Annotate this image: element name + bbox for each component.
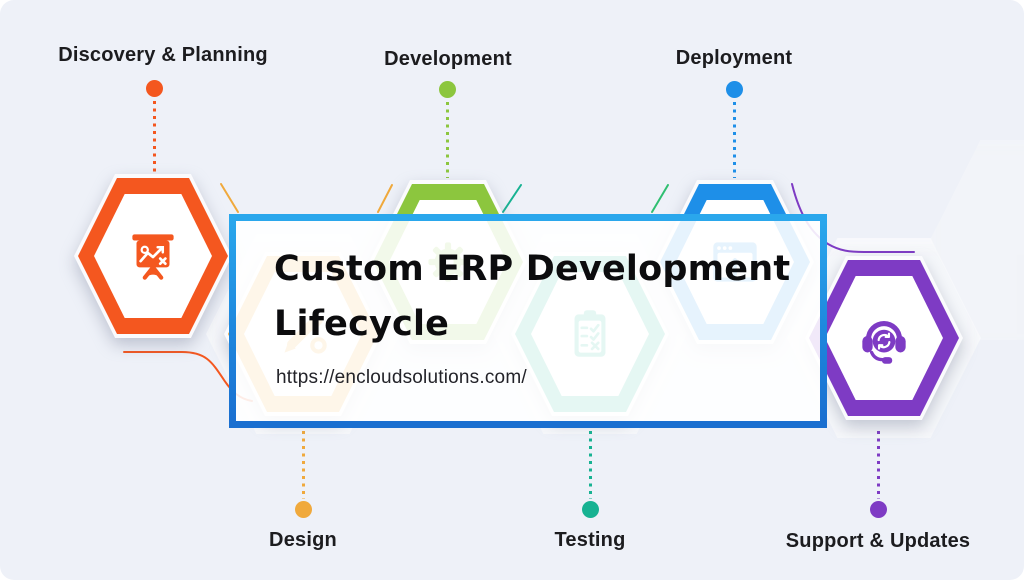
- phase-dot-discovery: [146, 80, 163, 97]
- leader-line-design: [302, 431, 305, 499]
- leader-line-support: [877, 431, 880, 499]
- presentation-strategy-icon: [132, 234, 174, 280]
- phase-label-design: Design: [269, 529, 337, 551]
- phase-dot-development: [439, 81, 456, 98]
- leader-line-deployment: [733, 102, 736, 178]
- phase-label-deployment: Deployment: [675, 47, 793, 69]
- leader-line-discovery: [153, 101, 156, 173]
- phase-dot-deployment: [726, 81, 743, 98]
- hexagon-support: [805, 256, 963, 420]
- phase-label-development: Development: [384, 48, 512, 70]
- website-url: https://encloudsolutions.com/: [276, 366, 527, 388]
- headset-refresh-icon: [862, 321, 906, 364]
- phase-label-discovery: Discovery & Planning: [58, 44, 268, 66]
- leader-line-testing: [589, 431, 592, 499]
- leader-line-development: [446, 102, 449, 178]
- hexagon-discovery: [74, 174, 232, 338]
- phase-label-support: Support & Updates: [785, 530, 971, 552]
- phase-label-testing: Testing: [554, 529, 626, 551]
- title-card: Custom ERP Development Lifecycle https:/…: [229, 214, 827, 428]
- phase-dot-support: [870, 501, 887, 518]
- phase-dot-testing: [582, 501, 599, 518]
- phase-dot-design: [295, 501, 312, 518]
- page-title: Custom ERP Development Lifecycle: [274, 249, 791, 345]
